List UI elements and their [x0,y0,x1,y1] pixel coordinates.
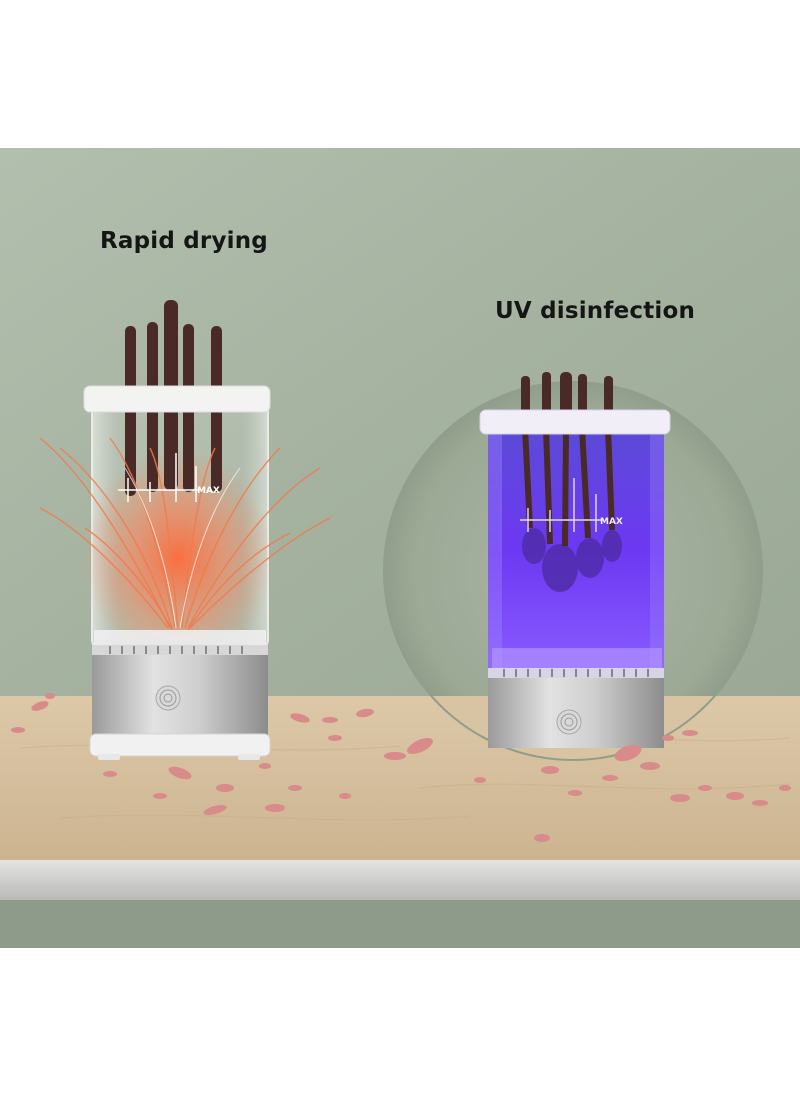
uv-chamber [488,426,664,674]
product-scene: MAX [0,148,800,948]
table-edge [0,860,800,900]
max-fill-line [118,453,200,502]
fingerprint-icon [556,709,582,735]
uv-device-lid [479,409,671,435]
uv-max-fill-line [520,478,604,532]
max-label-right: MAX [600,517,623,527]
max-label-left: MAX [197,486,220,496]
below-table [0,900,800,948]
drying-device-lid [83,385,271,413]
drying-device: MAX [39,300,331,760]
caption-uv-disinfection: UV disinfection [495,298,696,324]
caption-rapid-drying: Rapid drying [100,228,268,254]
heat-streaks [39,437,331,634]
fingerprint-icon [155,685,181,711]
uv-brush-heads [522,528,622,592]
scene-illustration: MAX [0,148,800,948]
rose-petals [11,693,791,842]
heat-glow [83,448,273,668]
uv-device: MAX [479,372,671,748]
